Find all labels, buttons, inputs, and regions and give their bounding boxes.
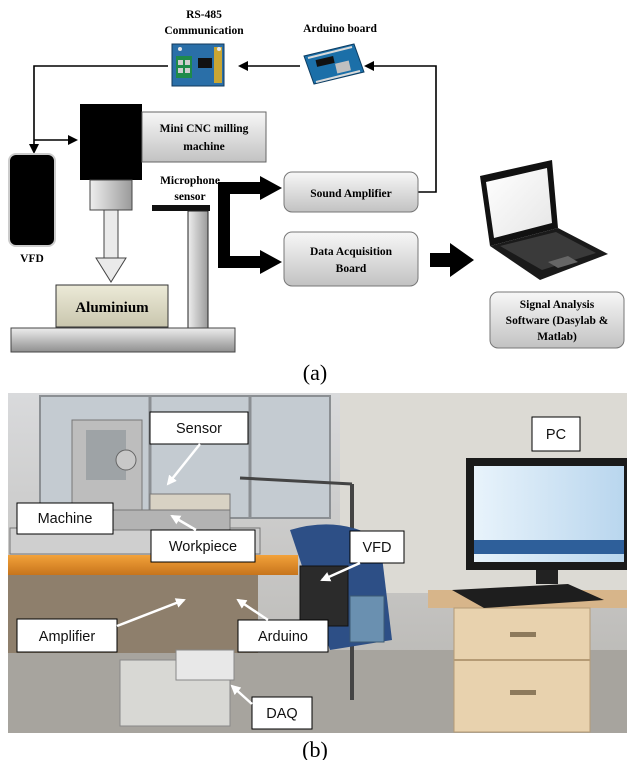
callout-amplifier: Amplifier xyxy=(16,598,186,653)
callout-machine-text: Machine xyxy=(38,511,93,527)
laptop-icon xyxy=(480,160,608,280)
vfd-label: VFD xyxy=(20,253,44,265)
daq-to-laptop-arrowhead xyxy=(450,243,474,277)
microphone-stand xyxy=(187,210,209,330)
cnc-motor-block xyxy=(80,104,142,180)
microphone-label-line1: Microphone xyxy=(160,175,220,187)
microphone-sensor-bar xyxy=(152,205,210,211)
arduino-board-label: Arduino board xyxy=(303,23,377,35)
software-label-line3: Matlab) xyxy=(537,331,577,343)
callout-pc: PC xyxy=(531,416,581,452)
callout-workpiece: Workpiece xyxy=(150,514,256,563)
software-box xyxy=(489,291,625,349)
wire-rs485-to-vfd xyxy=(29,65,168,154)
photo-desk-drawers xyxy=(453,607,591,733)
arduino-board-icon xyxy=(303,43,365,85)
callout-arduino-text: Arduino xyxy=(258,629,308,645)
callout-pc-text: PC xyxy=(546,427,566,443)
microphone-label-line2: sensor xyxy=(174,191,205,203)
callout-workpiece-text: Workpiece xyxy=(169,539,237,555)
daq-label-line2: Board xyxy=(336,263,367,275)
callout-daq: DAQ xyxy=(230,684,313,730)
caption-a: (a) xyxy=(303,360,327,385)
aluminium-workpiece xyxy=(55,284,169,328)
callout-sensor-text: Sensor xyxy=(176,421,222,437)
aluminium-label: Aluminium xyxy=(75,300,149,316)
callout-sensor: Sensor xyxy=(149,411,249,486)
signal-arrowhead-amplifier xyxy=(260,176,282,200)
spindle-down-arrow-icon xyxy=(95,209,127,283)
signal-arrow-to-daq xyxy=(218,206,262,268)
photo-daq-device xyxy=(175,649,235,681)
daq-to-laptop-arrow-shaft xyxy=(430,253,452,267)
wire-amplifier-to-arduino xyxy=(364,61,437,193)
callout-vfd-text: VFD xyxy=(363,540,392,556)
rs485-label-line1: RS-485 xyxy=(186,9,222,21)
rs485-module-icon xyxy=(171,43,225,87)
vfd-unit xyxy=(8,153,56,247)
software-label-line2: Software (Dasylab & xyxy=(506,315,609,327)
signal-arrow-to-amplifier xyxy=(218,182,262,214)
photo-keyboard xyxy=(452,584,604,608)
caption-b: (b) xyxy=(302,737,328,760)
photo-part-b: Sensor PC Machine Workpiece VFD Amplifie… xyxy=(8,393,627,760)
daq-label-line1: Data Acquisition xyxy=(310,246,393,258)
machine-base xyxy=(10,327,236,353)
software-label-line1: Signal Analysis xyxy=(520,299,595,311)
callout-arduino: Arduino xyxy=(236,598,329,653)
photo-instrument xyxy=(349,595,385,643)
sound-amplifier-label: Sound Amplifier xyxy=(310,188,391,200)
callout-daq-text: DAQ xyxy=(266,706,297,722)
cnc-spindle-housing xyxy=(89,179,133,211)
callout-vfd: VFD xyxy=(320,530,405,582)
cnc-label-line1: Mini CNC milling xyxy=(160,123,249,135)
rs485-label-line2: Communication xyxy=(164,25,244,37)
cnc-label-box xyxy=(141,111,267,163)
daq-box xyxy=(283,231,419,287)
diagram-part-a: RS-485 Communication Arduino board M xyxy=(8,9,625,385)
callout-machine: Machine xyxy=(16,502,114,535)
cnc-label-line2: machine xyxy=(183,141,225,153)
sound-amplifier-box xyxy=(283,171,419,213)
callout-amplifier-text: Amplifier xyxy=(39,629,96,645)
signal-arrowhead-daq xyxy=(260,250,282,274)
photo-vfd xyxy=(299,565,349,627)
